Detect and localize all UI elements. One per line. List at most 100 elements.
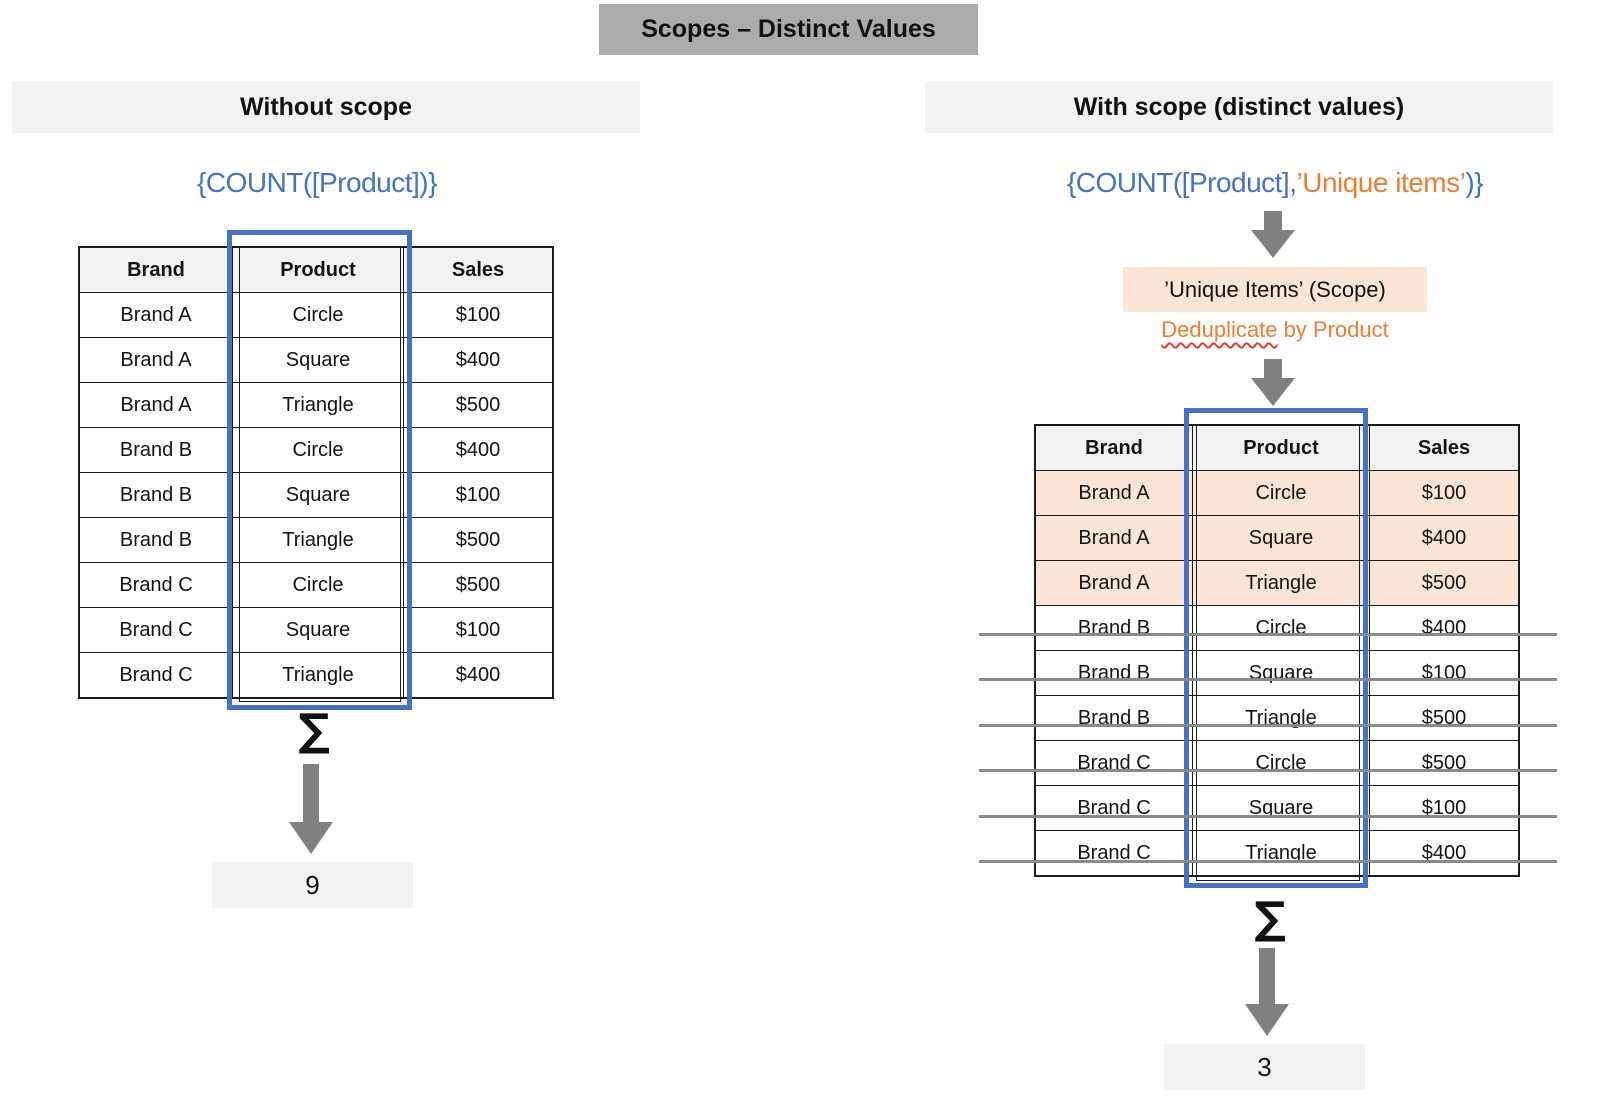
strikethrough-line: [979, 724, 1557, 727]
table-cell: Brand A: [1034, 515, 1193, 561]
product-column-highlight: [1184, 408, 1368, 888]
panel-heading-without-scope: Without scope: [12, 81, 640, 133]
table-cell: Brand C: [78, 607, 233, 653]
table-cell: $100: [1369, 650, 1520, 696]
table-cell: Brand A: [1034, 470, 1193, 516]
table-cell: $100: [1369, 470, 1520, 516]
table-cell: $500: [1369, 740, 1520, 786]
table-cell: $500: [403, 562, 554, 608]
count-result-without-scope: 9: [212, 862, 413, 908]
table-cell: $100: [1369, 785, 1520, 831]
table-cell: Brand C: [1034, 830, 1193, 877]
table-cell: Triangle: [1192, 560, 1370, 606]
table-cell: Circle: [1192, 740, 1370, 786]
formula-without-scope: {COUNT([Product])}: [197, 167, 437, 198]
table-cell: $100: [403, 607, 554, 653]
table-cell: Circle: [1192, 470, 1370, 516]
table-cell: Brand C: [78, 562, 233, 608]
table-cell: Brand B: [78, 427, 233, 473]
table-cell: Brand B: [1034, 605, 1193, 651]
column-header: Product: [1192, 424, 1370, 471]
column-header: Brand: [78, 246, 233, 293]
down-arrow-icon: [1245, 948, 1289, 1036]
table-cell: Circle: [232, 292, 404, 338]
column-header: Sales: [1369, 424, 1520, 471]
down-arrow-icon: [1251, 359, 1295, 406]
table-cell: Brand B: [1034, 695, 1193, 741]
table-cell: Brand A: [78, 337, 233, 383]
table-cell: Triangle: [232, 517, 404, 563]
sum-symbol: ∑: [1254, 893, 1286, 944]
table-cell: Brand C: [1034, 785, 1193, 831]
formula-blue-prefix: {COUNT([Product],: [1066, 167, 1297, 198]
table-cell: Triangle: [1192, 695, 1370, 741]
table-cell: Brand A: [78, 292, 233, 338]
table-cell: $400: [403, 652, 554, 699]
table-cell: $400: [403, 427, 554, 473]
table-cell: Square: [232, 337, 404, 383]
table-cell: $400: [1369, 515, 1520, 561]
panel-heading-with-scope: With scope (distinct values): [925, 81, 1553, 133]
scope-description: Deduplicate by Product: [1123, 317, 1427, 343]
table-cell: $500: [403, 517, 554, 563]
column-header: Sales: [403, 246, 554, 293]
table-cell: Brand B: [78, 517, 233, 563]
table-cell: Square: [1192, 515, 1370, 561]
table-cell: $500: [403, 382, 554, 428]
table-cell: $400: [1369, 830, 1520, 877]
product-column-border: [1196, 424, 1360, 881]
table-cell: Triangle: [1192, 830, 1370, 877]
formula-with-scope: {COUNT([Product],’Unique items’)}: [1005, 167, 1545, 199]
table-cell: Square: [232, 472, 404, 518]
table-cell: Square: [232, 607, 404, 653]
strikethrough-line: [979, 769, 1557, 772]
scope-description-underlined: Deduplicate: [1161, 317, 1278, 342]
formula-blue-suffix: )}: [1465, 167, 1484, 198]
table-cell: $500: [1369, 695, 1520, 741]
table-cell: Brand A: [78, 382, 233, 428]
table-cell: Brand B: [78, 472, 233, 518]
table-cell: Triangle: [232, 652, 404, 699]
formula-scope-argument: ’Unique items’: [1296, 167, 1466, 198]
table-cell: $100: [403, 472, 554, 518]
table-cell: Brand A: [1034, 560, 1193, 606]
table-cell: $500: [1369, 560, 1520, 606]
table-cell: Triangle: [232, 382, 404, 428]
down-arrow-icon: [1251, 211, 1295, 258]
strikethrough-line: [979, 633, 1557, 636]
strikethrough-line: [979, 678, 1557, 681]
product-column-highlight: [227, 230, 412, 710]
scope-description-rest: by Product: [1277, 317, 1389, 342]
strikethrough-line: [979, 860, 1557, 863]
column-header: Brand: [1034, 424, 1193, 471]
table-cell: Circle: [1192, 605, 1370, 651]
table-cell: Brand C: [1034, 740, 1193, 786]
column-header: Product: [232, 246, 404, 293]
sum-symbol: ∑: [298, 705, 330, 756]
down-arrow-icon: [289, 764, 333, 854]
table-cell: Brand C: [78, 652, 233, 699]
table-cell: Brand B: [1034, 650, 1193, 696]
product-column-border: [239, 246, 401, 702]
strikethrough-line: [979, 815, 1557, 818]
table-cell: $400: [403, 337, 554, 383]
